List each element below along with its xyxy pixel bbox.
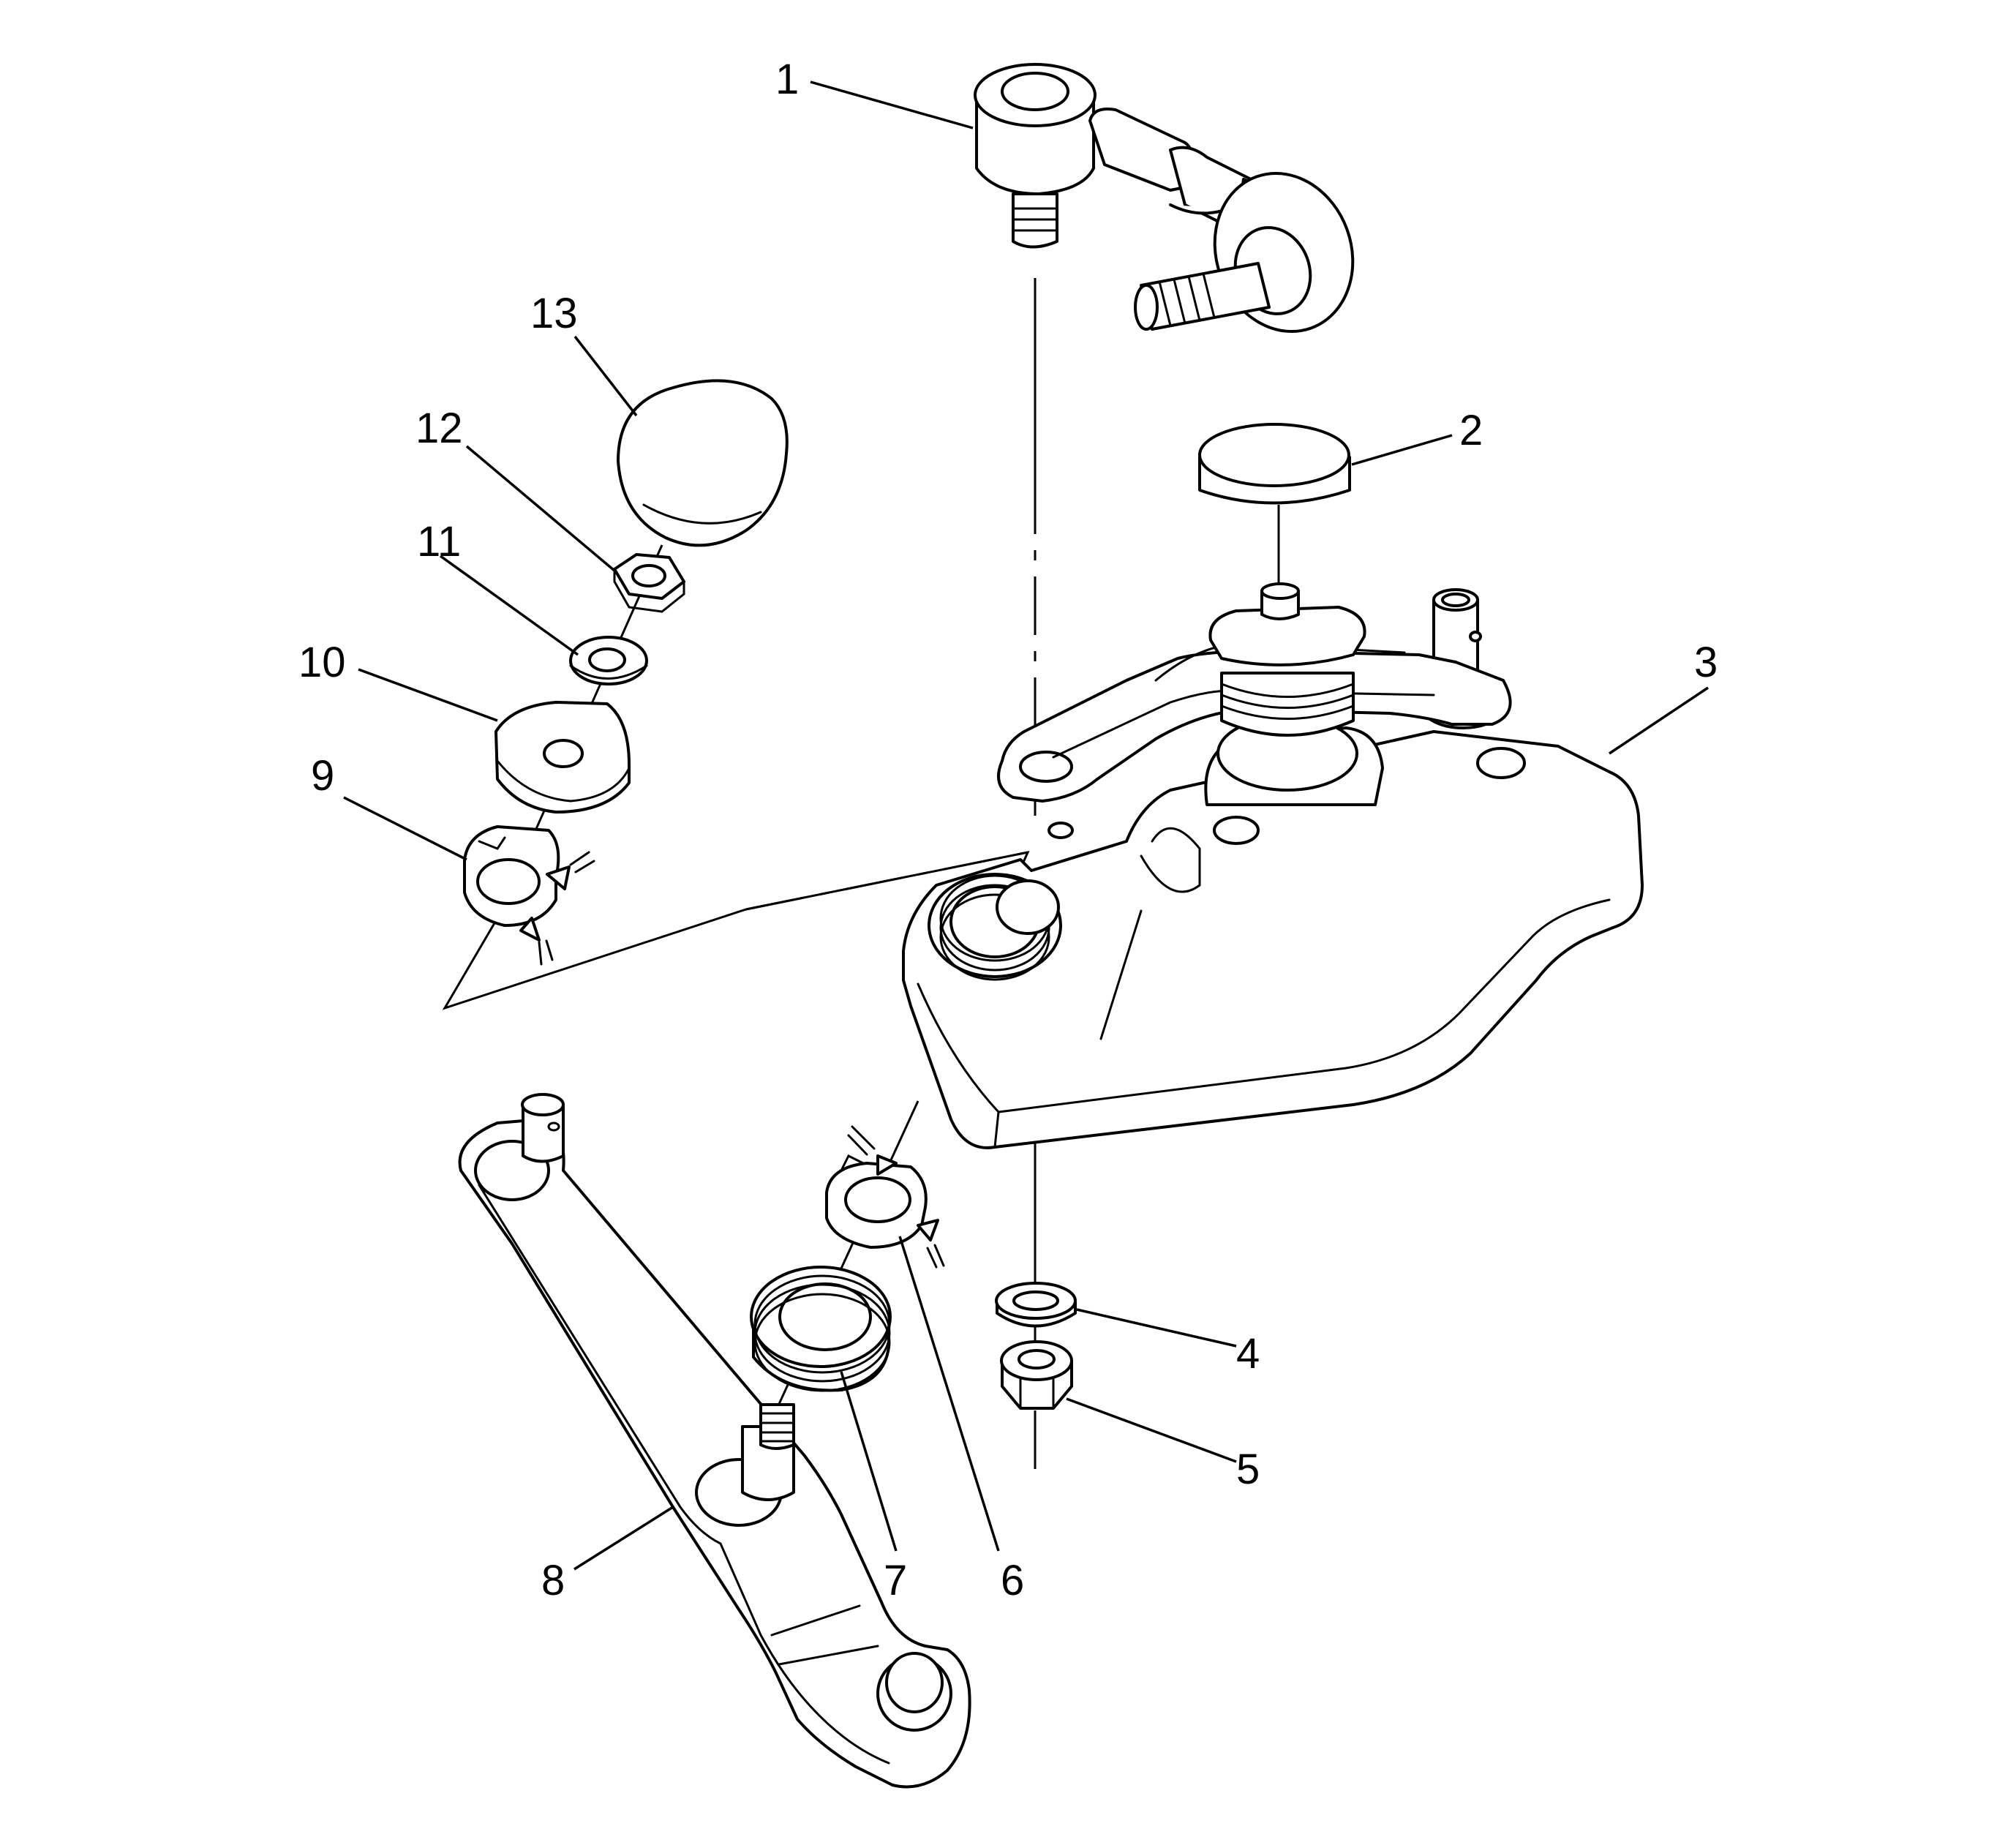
shifter-bracket-housing — [902, 582, 1644, 1149]
retainer-plate — [494, 701, 631, 814]
spring-seat — [463, 825, 595, 966]
callout-3: 3 — [1694, 639, 1718, 686]
callout-labels: 1 2 3 4 5 6 7 8 9 10 11 12 13 — [298, 56, 1718, 1604]
callout-11: 11 — [417, 518, 461, 566]
callout-4: 4 — [1236, 1330, 1260, 1378]
shift-link-rod — [974, 63, 1355, 334]
washer-upper — [569, 636, 648, 685]
upper-bushing — [825, 1125, 945, 1269]
callout-7: 7 — [884, 1557, 907, 1604]
callout-6: 6 — [1001, 1557, 1024, 1604]
callout-12: 12 — [415, 405, 463, 452]
hex-nut-upper — [613, 553, 685, 613]
threaded-bushing-ring — [750, 1266, 892, 1392]
hex-nut-lower — [1000, 1340, 1073, 1410]
callout-5: 5 — [1236, 1446, 1260, 1493]
shift-knob — [617, 379, 789, 547]
callout-leaders — [343, 80, 1709, 1571]
callout-10: 10 — [298, 639, 346, 686]
callout-9: 9 — [311, 752, 334, 800]
callout-13: 13 — [530, 290, 578, 337]
callout-8: 8 — [541, 1557, 565, 1604]
callout-2: 2 — [1459, 407, 1483, 454]
washer-lower — [995, 1282, 1077, 1328]
callout-1: 1 — [775, 56, 799, 103]
lower-shift-lever — [458, 1093, 971, 1789]
pivot-cap — [1198, 423, 1351, 505]
